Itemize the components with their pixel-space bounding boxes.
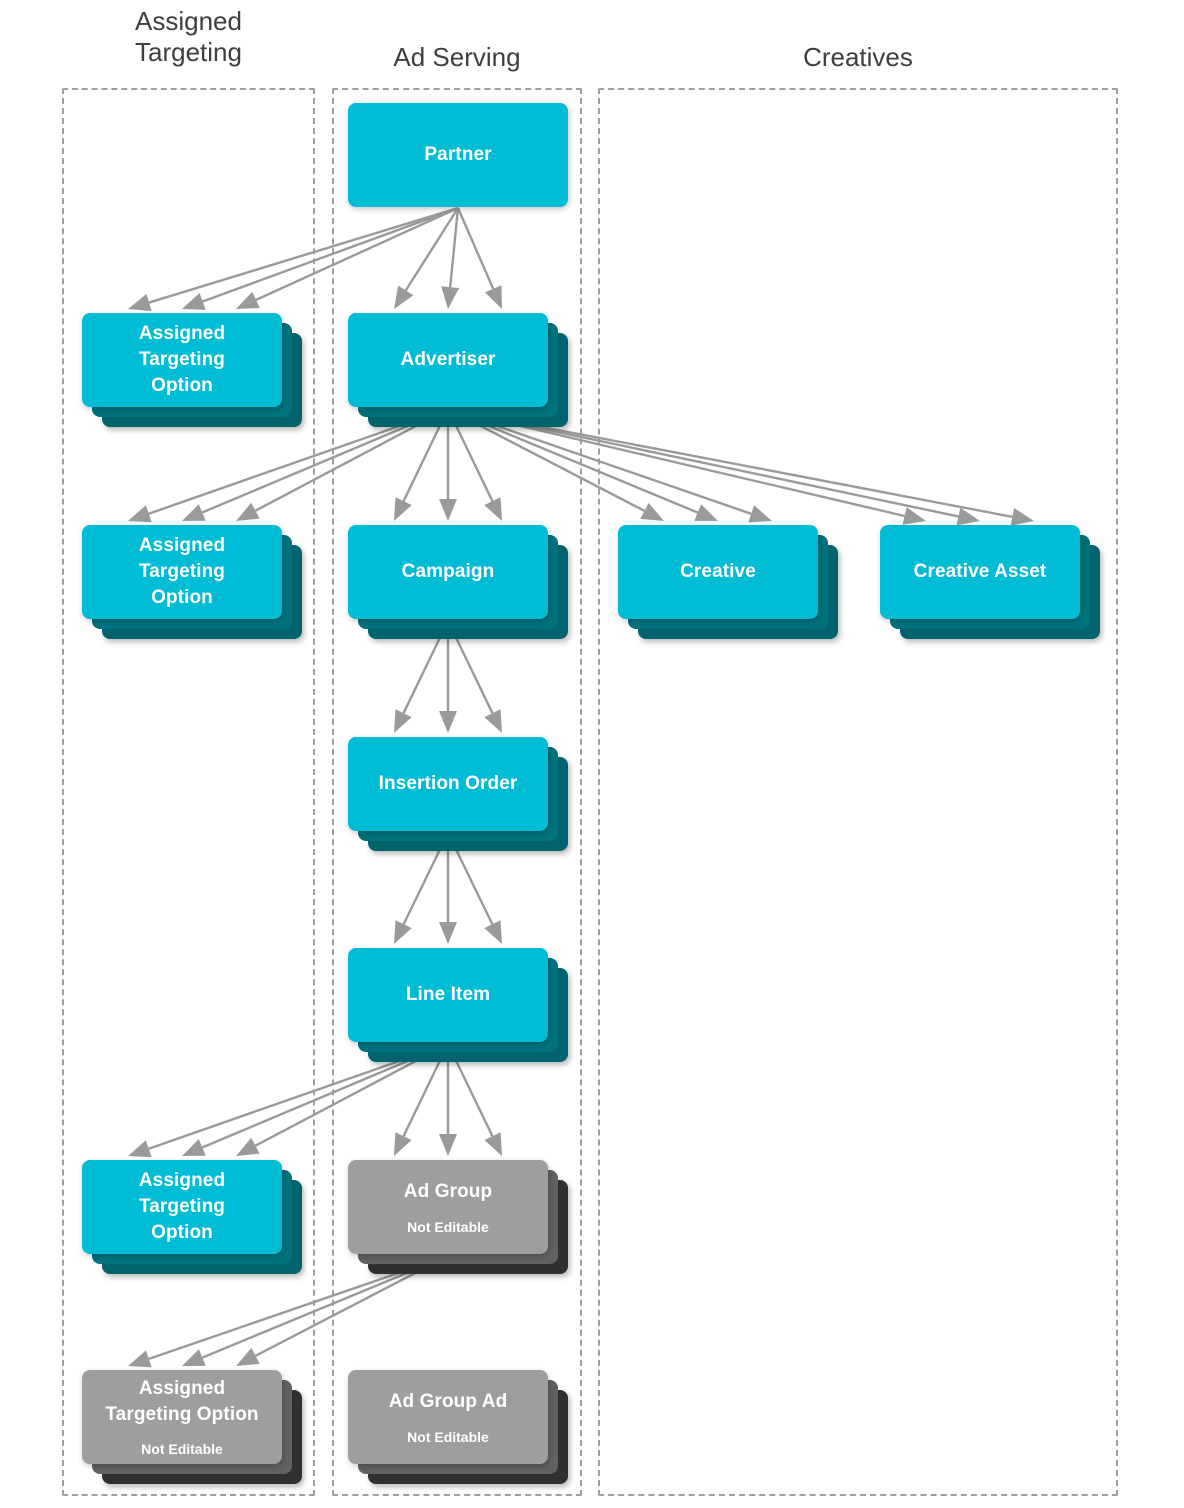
node-creative-asset[interactable]: Creative Asset [880,525,1100,639]
node-card[interactable]: Line Item [348,948,548,1042]
node-editability-note: Not Editable [407,1218,489,1235]
node-card[interactable]: Advertiser [348,313,548,407]
lane-ad-serving [332,88,582,1496]
node-card[interactable]: Insertion Order [348,737,548,831]
node-ad-group-ad[interactable]: Ad Group Ad Not Editable [348,1370,568,1484]
node-card[interactable]: Campaign [348,525,548,619]
node-card[interactable]: Ad Group Ad Not Editable [348,1370,548,1464]
node-creative[interactable]: Creative [618,525,838,639]
node-campaign[interactable]: Campaign [348,525,568,639]
node-card[interactable]: Creative [618,525,818,619]
node-title: Insertion Order [378,773,518,795]
lane-creatives [598,88,1118,1496]
node-title: Creative Asset [913,561,1047,583]
column-header-creatives: Creatives [803,42,913,72]
node-advertiser[interactable]: Advertiser [348,313,568,427]
node-editability-note: Not Editable [407,1428,489,1445]
node-ato-1[interactable]: Assigned Targeting Option [82,313,302,427]
node-ato-2[interactable]: Assigned Targeting Option [82,525,302,639]
column-header-assigned-targeting: Assigned Targeting [135,6,242,67]
column-header-ad-serving: Ad Serving [393,42,521,72]
node-card[interactable]: Assigned Targeting Option [82,1160,282,1254]
node-title: Ad Group [403,1180,493,1202]
node-title: Campaign [401,561,495,583]
node-card[interactable]: Creative Asset [880,525,1080,619]
node-partner[interactable]: Partner [348,103,568,207]
node-title: Advertiser [400,349,496,371]
node-title: Creative [680,561,756,583]
node-card[interactable]: Partner [348,103,568,207]
node-title: Assigned Targeting Option [105,1377,259,1425]
node-title: Assigned Targeting Option [138,1170,226,1243]
node-card[interactable]: Assigned Targeting Option [82,525,282,619]
node-title: Assigned Targeting Option [138,323,226,396]
node-insertion-order[interactable]: Insertion Order [348,737,568,851]
node-title: Assigned Targeting Option [138,535,226,608]
node-editability-note: Not Editable [141,1441,223,1458]
node-card[interactable]: Assigned Targeting Option [82,313,282,407]
node-line-item[interactable]: Line Item [348,948,568,1062]
node-title: Line Item [405,984,491,1006]
node-ato-3[interactable]: Assigned Targeting Option [82,1160,302,1274]
node-title: Ad Group Ad [388,1390,508,1412]
lane-assigned-targeting [62,88,315,1496]
node-title: Partner [424,144,492,166]
